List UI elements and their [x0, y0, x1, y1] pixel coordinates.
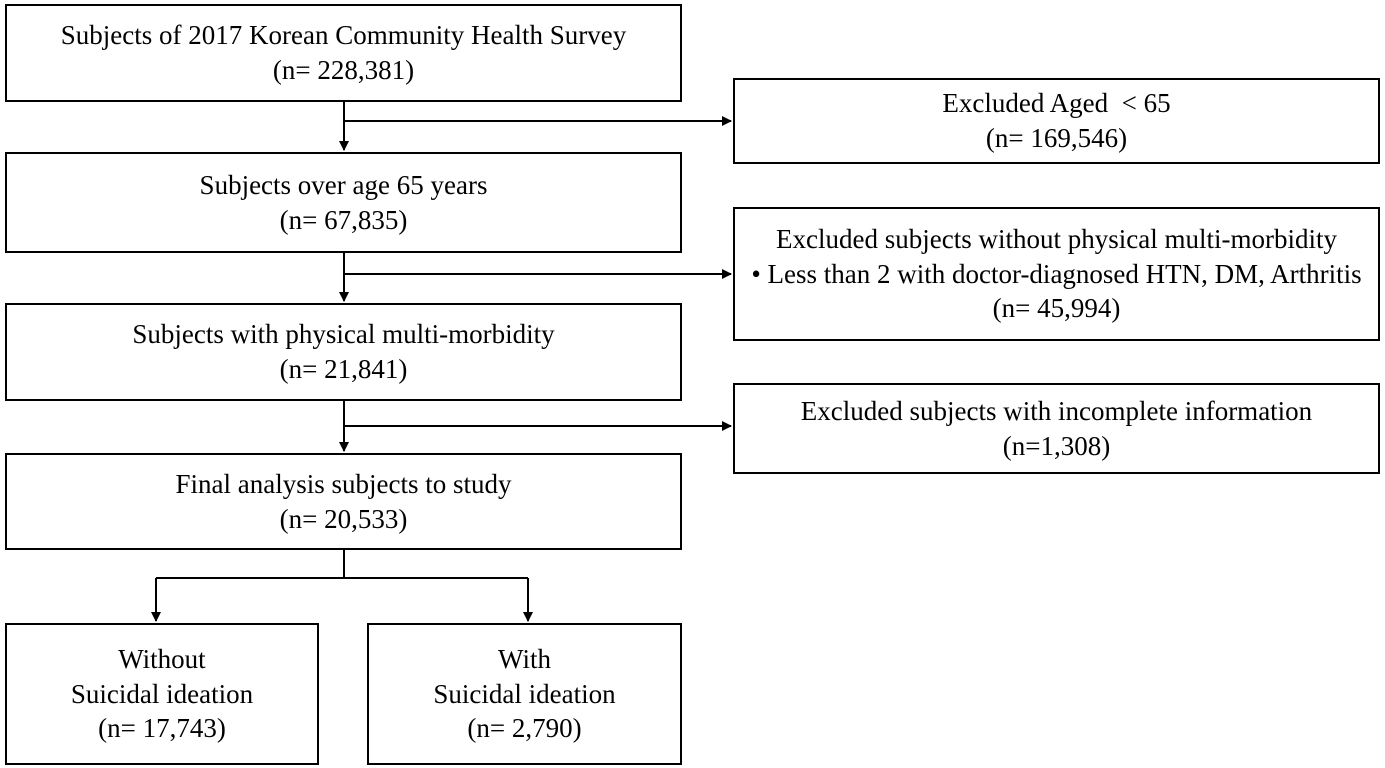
excluded-morbidity-count: (n= 45,994): [992, 293, 1121, 324]
with-line1: With: [498, 644, 551, 675]
final-title: Final analysis subjects to study: [175, 468, 512, 499]
survey-box: Subjects of 2017 Korean Community Health…: [5, 4, 682, 102]
excluded-age-count: (n= 169,546): [985, 123, 1128, 153]
without-box: Without Suicidal ideation (n= 17,743): [5, 623, 319, 765]
with-box: With Suicidal ideation (n= 2,790): [367, 623, 682, 765]
without-line1: Without: [118, 644, 206, 675]
over65-count: (n= 67,835): [279, 204, 408, 235]
excluded-morbidity-bullet: • Less than 2 with doctor-diagnosed HTN,…: [751, 258, 1362, 289]
excluded-incomplete-title: Excluded subjects with incomplete inform…: [800, 395, 1313, 426]
survey-title: Subjects of 2017 Korean Community Health…: [60, 20, 627, 51]
without-line2: Suicidal ideation: [70, 678, 254, 709]
multimorbidity-count: (n= 21,841): [279, 354, 408, 384]
with-count: (n= 2,790): [467, 713, 582, 744]
over65-title: Subjects over age 65 years: [199, 169, 488, 200]
excluded-morbidity-box: Excluded subjects without physical multi…: [733, 207, 1380, 341]
final-box: Final analysis subjects to study (n= 20,…: [5, 453, 682, 550]
with-line2: Suicidal ideation: [433, 678, 616, 709]
final-count: (n= 20,533): [279, 503, 408, 534]
multimorbidity-box: Subjects with physical multi-morbidity (…: [5, 303, 682, 401]
excluded-incomplete-count: (n=1,308): [1002, 430, 1111, 461]
survey-count: (n= 228,381): [272, 55, 415, 85]
without-count: (n= 17,743): [98, 713, 226, 744]
excluded-age-box: Excluded Aged < 65 (n= 169,546): [733, 78, 1380, 164]
multimorbidity-title: Subjects with physical multi-morbidity: [132, 319, 555, 350]
excluded-age-title: Excluded Aged < 65: [942, 88, 1171, 119]
over65-box: Subjects over age 65 years (n= 67,835): [5, 152, 682, 253]
excluded-incomplete-box: Excluded subjects with incomplete inform…: [733, 383, 1380, 474]
excluded-morbidity-title: Excluded subjects without physical multi…: [776, 224, 1337, 255]
